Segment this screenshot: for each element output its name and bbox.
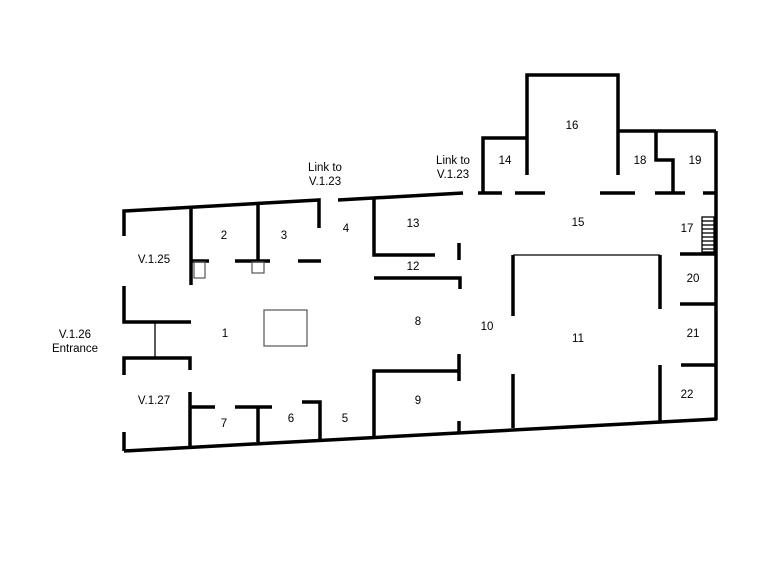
room-label-22: 22 (680, 389, 694, 401)
room-label-20: 20 (686, 273, 700, 285)
room-label-19: 19 (688, 155, 702, 167)
link-label-2-line2: V.1.23 (436, 169, 470, 181)
room-label-17: 17 (680, 223, 694, 235)
link-label-2-line1: Link to (436, 155, 470, 167)
label-v125: V.1.25 (137, 254, 171, 266)
room-label-3: 3 (280, 230, 288, 242)
impluvium (263, 309, 308, 347)
room-label-11: 11 (572, 333, 584, 345)
room-label-5: 5 (341, 413, 349, 425)
label-v127: V.1.27 (137, 395, 171, 407)
entrance-label-line2: Entrance (51, 343, 99, 355)
staircase-17 (701, 216, 715, 253)
small-feature (193, 261, 206, 279)
link-label-1-line1: Link to (308, 162, 342, 174)
room-label-4: 4 (342, 223, 350, 235)
walls (122, 73, 718, 453)
small-feature (251, 261, 265, 274)
room-label-14: 14 (498, 155, 512, 167)
room-label-1: 1 (221, 328, 229, 340)
link-label-1: Link to V.1.23 (308, 161, 342, 189)
room-label-2: 2 (220, 230, 228, 242)
room-label-6: 6 (287, 413, 295, 425)
room-label-21: 21 (686, 328, 700, 340)
room-label-18: 18 (633, 155, 647, 167)
room-label-8: 8 (414, 316, 422, 328)
room-label-10: 10 (480, 321, 494, 333)
link-label-1-line2: V.1.23 (308, 176, 342, 188)
room-label-12: 12 (406, 261, 420, 273)
room-label-9: 9 (414, 395, 422, 407)
room-label-16: 16 (565, 120, 579, 132)
room-label-7: 7 (220, 418, 228, 430)
entrance-label-line1: V.1.26 (58, 329, 92, 341)
entrance-label: V.1.26 Entrance (52, 328, 98, 356)
room-label-15: 15 (571, 217, 585, 229)
link-label-2: Link to V.1.23 (436, 154, 470, 182)
room-label-13: 13 (406, 218, 420, 230)
